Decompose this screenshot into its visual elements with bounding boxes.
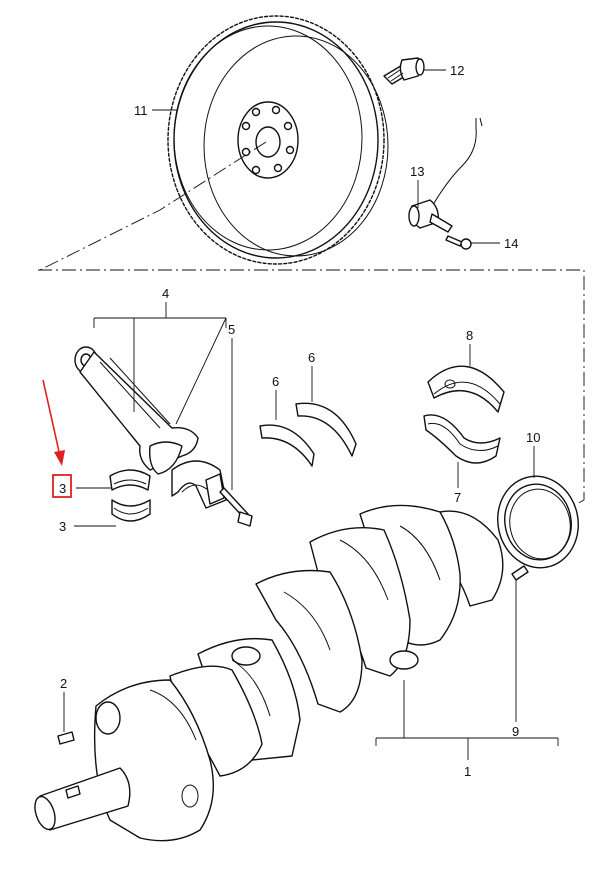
connecting-rod[interactable]: [74, 346, 199, 475]
callout-9[interactable]: 9: [512, 724, 519, 739]
connecting-rod-cap[interactable]: [171, 460, 227, 509]
callout-5[interactable]: 5: [228, 322, 235, 337]
thrust-washer-left[interactable]: [259, 424, 315, 467]
speed-sensor[interactable]: [408, 117, 483, 233]
woodruff-key[interactable]: [57, 731, 75, 745]
flywheel-bolt[interactable]: [383, 57, 425, 85]
callout-14[interactable]: 14: [504, 236, 518, 251]
rod-bearing-shell-upper[interactable]: [109, 469, 151, 491]
callout-2[interactable]: 2: [60, 676, 67, 691]
flywheel[interactable]: [167, 15, 389, 265]
callout-labels: 11 12 13 14 4 5 6 6 8 7 10 3 3 2 9 1: [59, 63, 540, 779]
rod-bearing-shell-lower[interactable]: [111, 499, 151, 522]
highlight-box: [52, 474, 72, 498]
leader-lines: [63, 69, 559, 760]
callout-3-bottom[interactable]: 3: [59, 519, 66, 534]
crankshaft[interactable]: [31, 504, 504, 842]
callout-6-right[interactable]: 6: [308, 350, 315, 365]
crankshaft-seal-ring[interactable]: [489, 469, 586, 576]
dowel-pin[interactable]: [511, 565, 529, 581]
callout-3-top[interactable]: 3: [59, 481, 66, 496]
callout-8[interactable]: 8: [466, 328, 473, 343]
rod-bolt[interactable]: [219, 487, 253, 527]
highlight-annotation: [42, 379, 72, 498]
callout-10[interactable]: 10: [526, 430, 540, 445]
thrust-washer-right[interactable]: [295, 402, 357, 457]
main-bearing-shell-upper[interactable]: [427, 365, 505, 413]
callout-12[interactable]: 12: [450, 63, 464, 78]
main-bearing-shell-lower[interactable]: [423, 414, 501, 464]
sensor-screw[interactable]: [445, 235, 472, 250]
highlight-arrowhead: [54, 450, 65, 466]
callout-4[interactable]: 4: [162, 286, 169, 301]
highlight-arrow: [42, 379, 61, 457]
callout-1[interactable]: 1: [464, 764, 471, 779]
callout-7[interactable]: 7: [454, 490, 461, 505]
callout-6-left[interactable]: 6: [272, 374, 279, 389]
callout-11[interactable]: 11: [134, 103, 148, 118]
callout-13[interactable]: 13: [410, 164, 424, 179]
